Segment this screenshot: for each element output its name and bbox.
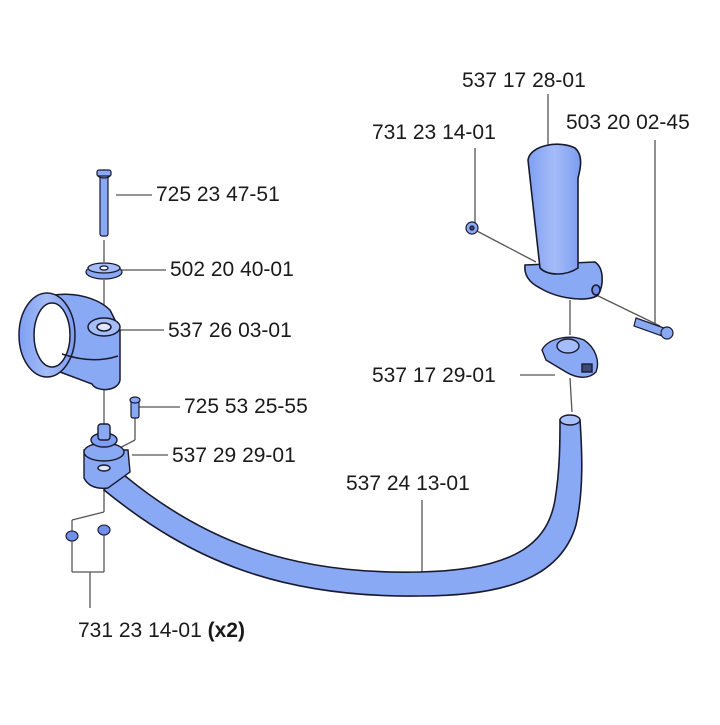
handle-tube-part — [102, 419, 583, 597]
grip-nut-part — [465, 221, 479, 235]
bottom-nuts-part — [65, 524, 111, 542]
bracket-part — [83, 423, 131, 489]
label-bolt-top: 725 23 47-51 — [156, 183, 280, 206]
small-screw-part — [129, 396, 141, 419]
label-grip: 537 17 28-01 — [462, 69, 586, 92]
label-washer: 502 20 40-01 — [170, 258, 294, 281]
label-nuts-number: 731 23 14-01 — [78, 619, 202, 642]
grip-part — [524, 143, 603, 300]
grip-clamp-part — [541, 336, 599, 378]
label-grip-screw: 503 20 02-45 — [566, 111, 690, 134]
top-bolt-part — [96, 169, 112, 237]
label-bracket: 537 29 29-01 — [172, 444, 296, 467]
label-nuts: 731 23 14-01 (x2) — [78, 620, 245, 641]
clamp-part — [18, 292, 121, 391]
label-handle-tube: 537 24 13-01 — [346, 472, 470, 495]
label-nuts-qty: (x2) — [207, 619, 245, 642]
grip-screw-part — [633, 317, 674, 340]
label-grip-nut: 731 23 14-01 — [372, 121, 496, 144]
label-small-screw: 725 53 25-55 — [184, 395, 308, 418]
label-clamp: 537 26 03-01 — [168, 319, 292, 342]
label-grip-clamp: 537 17 29-01 — [372, 364, 496, 387]
washer-part — [85, 262, 123, 280]
